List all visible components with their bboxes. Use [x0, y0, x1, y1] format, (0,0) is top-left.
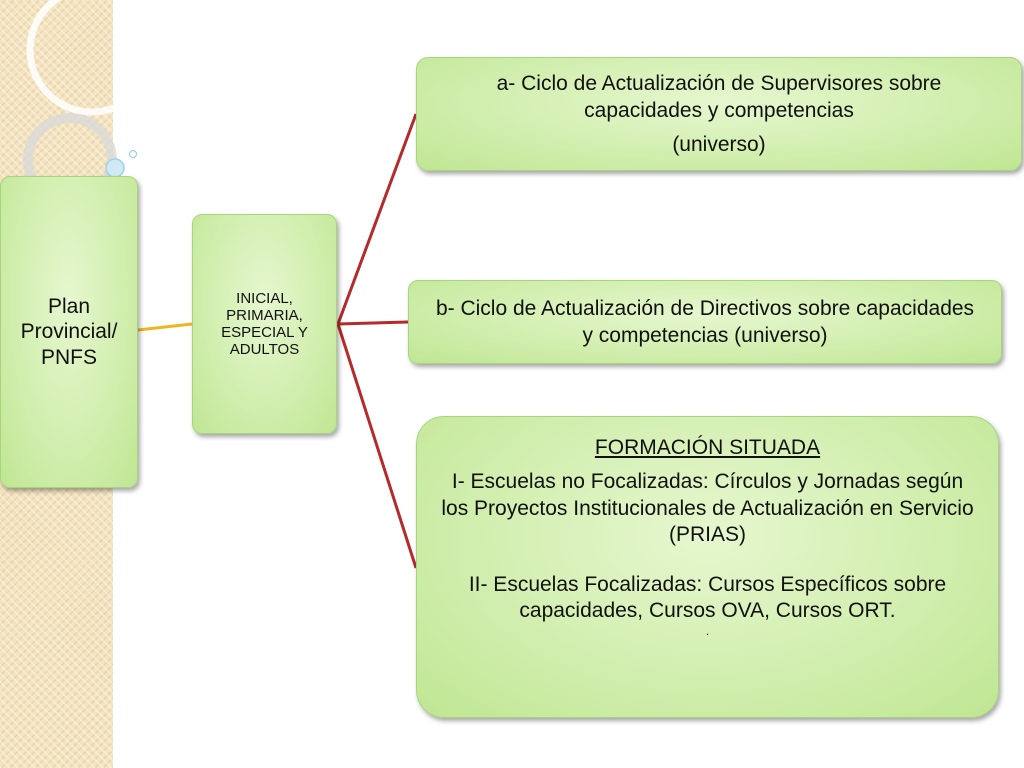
- formacion-item-1: I- Escuelas no Focalizadas: Círculos y J…: [441, 470, 974, 546]
- node-plan-provincial: Plan Provincial/ PNFS: [0, 176, 138, 488]
- node-a-supervisores: a- Ciclo de Actualización de Supervisore…: [416, 57, 1022, 171]
- connector-levels-to-a: [336, 113, 418, 325]
- formacion-item-2: II- Escuelas Focalizadas: Cursos Específ…: [468, 573, 947, 623]
- node-a-text: a- Ciclo de Actualización de Supervisore…: [496, 72, 942, 123]
- node-b-text: b- Ciclo de Actualización de Directivos …: [435, 296, 975, 347]
- node-b-directivos: b- Ciclo de Actualización de Directivos …: [408, 280, 1002, 364]
- connector-levels-to-formacion: [336, 323, 418, 569]
- connector-plan-to-levels: [137, 322, 193, 332]
- formacion-title: FORMACIÓN SITUADA: [594, 436, 821, 459]
- plan-line-2: Provincial/: [20, 320, 118, 344]
- levels-line-4: ADULTOS: [229, 341, 300, 359]
- connector-levels-to-b: [337, 320, 409, 326]
- plan-line-3: PNFS: [40, 345, 97, 369]
- node-a-universo: (universo): [672, 132, 766, 156]
- levels-line-1: INICIAL,: [236, 289, 293, 307]
- levels-line-3: ESPECIAL Y: [221, 324, 308, 341]
- node-formacion-situada: FORMACIÓN SITUADA I- Escuelas no Focaliz…: [416, 416, 999, 718]
- plan-line-1: Plan: [47, 295, 91, 319]
- levels-line-2: PRIMARIA,: [226, 306, 303, 324]
- decorative-circles: [23, 0, 158, 200]
- node-education-levels: INICIAL, PRIMARIA, ESPECIAL Y ADULTOS: [192, 214, 337, 434]
- formacion-trailing-dot: .: [705, 623, 710, 638]
